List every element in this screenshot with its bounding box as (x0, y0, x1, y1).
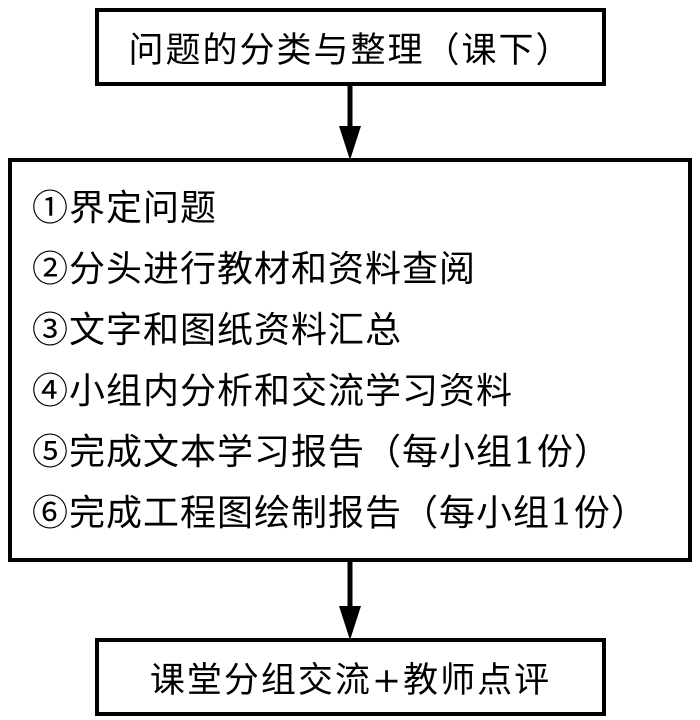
step-item-1: ①界定问题 (32, 188, 218, 229)
step-item-3: ③文字和图纸资料汇总 (32, 310, 403, 351)
step-item-5: ⑤完成文本学习报告（每小组1份） (32, 432, 611, 473)
top-process-label: 问题的分类与整理（课下） (128, 30, 573, 71)
bottom-process-box: 课堂分组交流+教师点评 (95, 638, 606, 716)
top-process-box: 问题的分类与整理（课下） (95, 8, 606, 86)
bottom-process-label: 课堂分组交流+教师点评 (149, 660, 552, 701)
step-item-6: ⑥完成工程图绘制报告（每小组1份） (32, 493, 648, 534)
step-item-4: ④小组内分析和交流学习资料 (32, 371, 514, 412)
arrow-down-icon (339, 84, 361, 160)
steps-process-box: ①界定问题 ②分头进行教材和资料查阅 ③文字和图纸资料汇总 ④小组内分析和交流学… (8, 158, 692, 562)
step-item-2: ②分头进行教材和资料查阅 (32, 249, 477, 290)
arrow-down-icon (339, 560, 361, 640)
